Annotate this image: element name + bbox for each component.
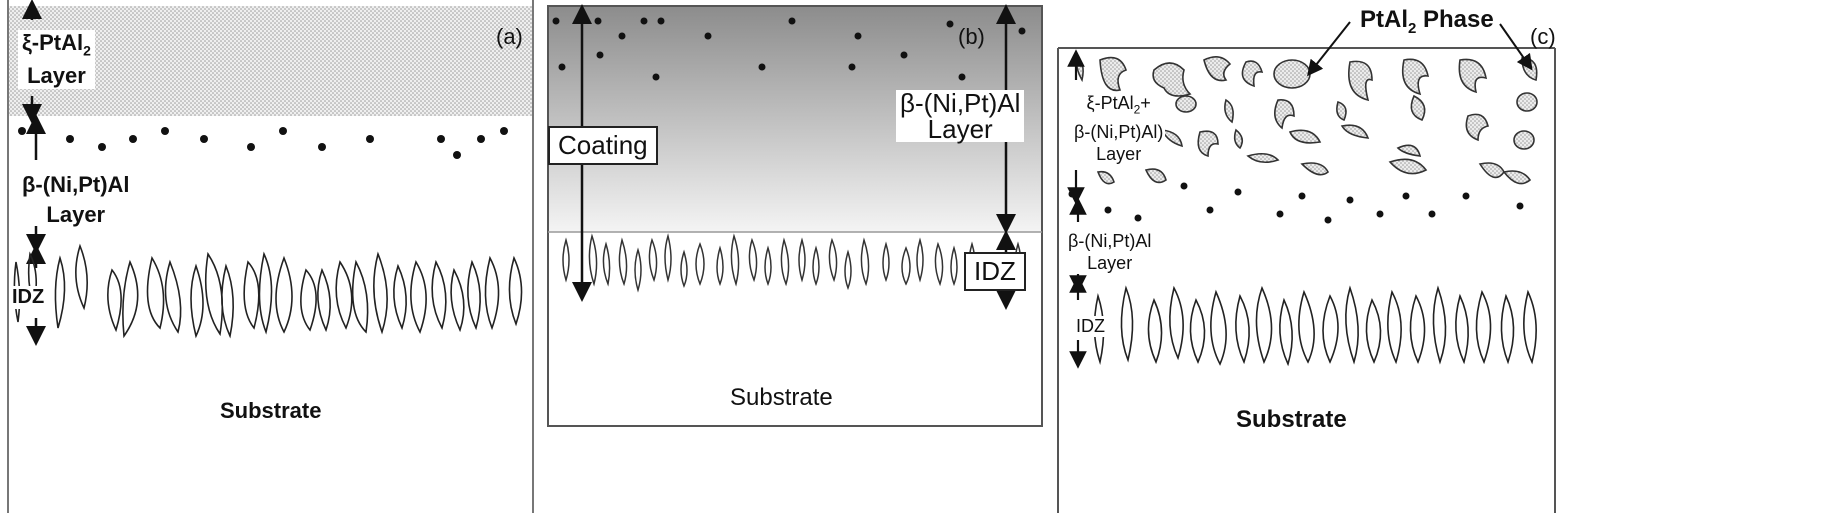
idz-label-c: IDZ	[1076, 316, 1105, 337]
panel-letter-a: (a)	[496, 24, 523, 49]
mixed-xi-subscript: 2	[1133, 102, 1141, 117]
ptal2-phase-label: PtAl2 Phase	[1360, 6, 1494, 37]
idz-label-a: IDZ	[12, 286, 45, 309]
beta-layer-label-c: β-(Ni,Pt)Al Layer	[1068, 230, 1152, 274]
beta-layer-word-a: Layer	[46, 202, 106, 227]
coating-label: Coating	[548, 126, 658, 165]
mixed-layer-word: Layer	[1096, 143, 1142, 164]
thickness-arrows-a	[22, 0, 46, 346]
xi-ptal2-layer-label: ξ-PtAl2 Layer	[18, 30, 95, 90]
mixed-plus: +	[1140, 93, 1151, 113]
beta-layer-label-a: β-(Ni,Pt)Al Layer	[22, 170, 130, 230]
beta-text-b: β-(Ni,Pt)Al	[900, 88, 1021, 118]
beta-layer-label-b: β-(Ni,Pt)Al Layer	[896, 88, 1025, 144]
panel-b-frame	[547, 5, 1043, 427]
ptal2-phase-word: Phase	[1416, 6, 1494, 33]
beta-text-a: β-(Ni,Pt)Al	[22, 172, 130, 197]
thickness-arrows-c	[1067, 49, 1087, 369]
beta-layer-word-b: Layer	[927, 114, 993, 144]
xi-ptal2-subscript: 2	[83, 42, 91, 59]
ptal2-phase-text: PtAl	[1360, 6, 1408, 33]
substrate-label-a: Substrate	[220, 398, 322, 423]
substrate-label-c: Substrate	[1236, 406, 1347, 433]
substrate-label-b: Substrate	[730, 384, 833, 411]
xi-ptal2-text: ξ-PtAl	[22, 30, 84, 55]
panel-a	[7, 0, 534, 513]
ptal2-phase-subscript: 2	[1408, 19, 1417, 37]
panel-letter-c: (c)	[1530, 24, 1556, 49]
panel-c	[1057, 21, 1556, 513]
mixed-layer-label-c: ξ-PtAl2+ β-(Ni,Pt)Al) Layer	[1072, 92, 1166, 165]
beta-text-c: β-(Ni,Pt)Al	[1068, 231, 1152, 251]
xi-layer-word: Layer	[27, 63, 86, 89]
ptal2-leader-arrows	[1307, 21, 1533, 77]
beta-layer-word-c: Layer	[1087, 253, 1133, 273]
precipitate-dots-c	[1068, 182, 1524, 224]
ptal2-particles	[1075, 56, 1538, 185]
idz-grains-b	[562, 233, 1022, 293]
idz-grains-a	[13, 243, 523, 339]
panel-letter-b: (b)	[958, 24, 985, 49]
precipitate-dots-a	[18, 127, 508, 159]
idz-grains-c	[1093, 285, 1537, 367]
mixed-beta-text: β-(Ni,Pt)Al)	[1074, 121, 1164, 142]
idz-label-b: IDZ	[964, 252, 1026, 291]
mixed-xi-text: ξ-PtAl	[1086, 93, 1134, 113]
precipitate-dots-b	[552, 17, 1026, 81]
xi-ptal2-layer-fill	[8, 6, 533, 116]
